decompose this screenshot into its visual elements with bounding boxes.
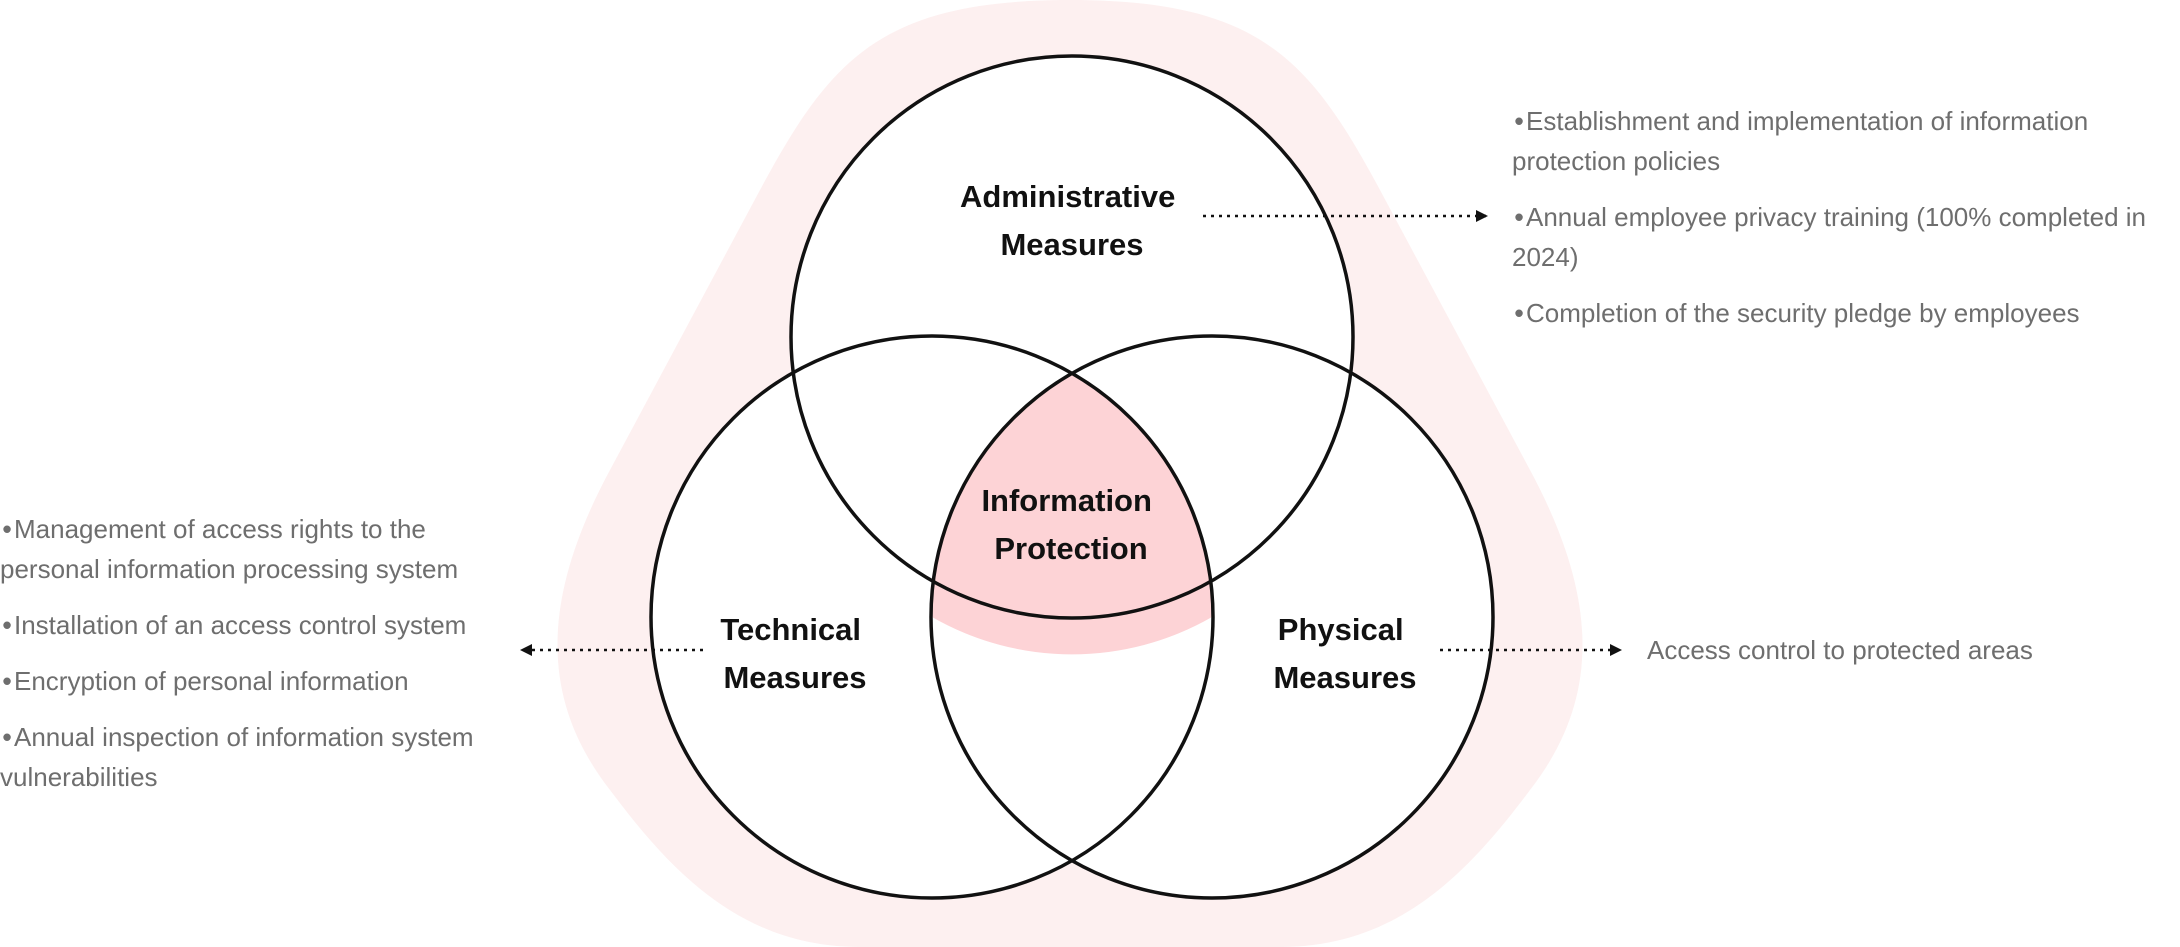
- administrative-item-text: Establishment and implementation of info…: [1512, 106, 2089, 176]
- bullet-icon: •: [2, 666, 12, 696]
- physical-label-line-2: Measures: [1273, 660, 1416, 695]
- physical-item-text: Access control to protected areas: [1647, 635, 2033, 665]
- technical-circle: [649, 334, 1215, 900]
- bullet-icon: •: [1514, 202, 1524, 232]
- technical-item: •Annual inspection of information system…: [0, 717, 530, 797]
- center-label: Information Protection: [981, 483, 1160, 566]
- administrative-item: •Completion of the security pledge by em…: [1512, 293, 2172, 333]
- center-label-line-2: Protection: [994, 531, 1147, 566]
- administrative-label: Administrative Measures: [960, 179, 1184, 262]
- bullet-icon: •: [1514, 106, 1524, 136]
- bullet-icon: •: [2, 722, 12, 752]
- technical-item-text: Management of access rights to the perso…: [0, 514, 459, 584]
- administrative-label-line-1: Administrative: [960, 179, 1175, 214]
- physical-circle: [929, 334, 1495, 900]
- administrative-item: •Establishment and implementation of inf…: [1512, 101, 2172, 181]
- technical-label-line-1: Technical: [720, 612, 861, 647]
- technical-item: •Encryption of personal information: [0, 661, 530, 701]
- center-label-line-1: Information: [981, 483, 1152, 518]
- physical-label-line-1: Physical: [1278, 612, 1404, 647]
- administrative-circle: [789, 54, 1355, 620]
- technical-label: Technical Measures: [720, 612, 869, 695]
- bullet-icon: •: [2, 610, 12, 640]
- technical-item-text: Encryption of personal information: [14, 666, 409, 696]
- physical-measures-list: Access control to protected areas: [1647, 630, 2167, 686]
- technical-item-text: Annual inspection of information system …: [0, 722, 474, 792]
- physical-label: Physical Measures: [1273, 612, 1416, 695]
- administrative-item-text: Completion of the security pledge by emp…: [1526, 298, 2080, 328]
- technical-label-line-2: Measures: [723, 660, 866, 695]
- technical-measures-list: •Management of access rights to the pers…: [0, 509, 530, 813]
- physical-item: Access control to protected areas: [1647, 630, 2167, 670]
- center-intersection: [931, 373, 1213, 655]
- administrative-item-text: Annual employee privacy training (100% c…: [1512, 202, 2147, 272]
- technical-item: •Installation of an access control syste…: [0, 605, 530, 645]
- administrative-item: •Annual employee privacy training (100% …: [1512, 197, 2172, 277]
- administrative-label-line-2: Measures: [1000, 227, 1143, 262]
- technical-item: •Management of access rights to the pers…: [0, 509, 530, 589]
- bullet-icon: •: [1514, 298, 1524, 328]
- technical-item-text: Installation of an access control system: [14, 610, 467, 640]
- administrative-measures-list: •Establishment and implementation of inf…: [1512, 101, 2172, 349]
- bullet-icon: •: [2, 514, 12, 544]
